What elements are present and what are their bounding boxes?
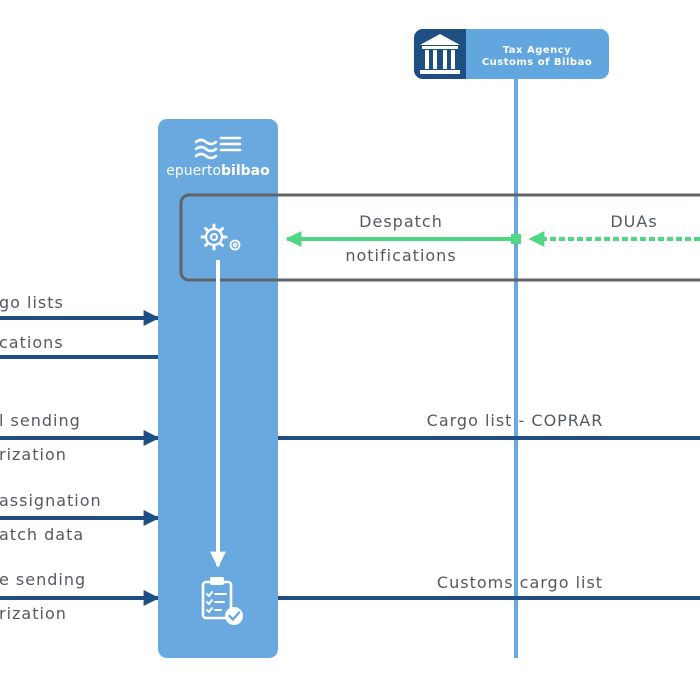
green-junction — [511, 234, 521, 244]
port-brand-name: epuertobilbao — [166, 163, 270, 179]
label-despatch: Despatch — [359, 212, 443, 231]
label-cargo-list-coprar: Cargo list - COPRAR — [427, 411, 604, 430]
despatch-box — [179, 193, 700, 282]
left-label-assignation: assignation — [0, 491, 102, 510]
left-label-authorization-1: rization — [0, 445, 67, 464]
agency-name-line1: Tax Agency — [503, 45, 571, 56]
left-label-sending-1: l sending — [0, 411, 81, 430]
port-brand-light: epuerto — [166, 163, 221, 179]
gears-icon — [200, 223, 241, 251]
label-customs-cargo-list: Customs cargo list — [437, 573, 603, 592]
left-label-cargo-lists: go lists — [0, 293, 64, 312]
left-label-notifications: cations — [0, 333, 64, 352]
clipboard-check-icon — [201, 577, 243, 625]
agency-name-line2: Customs of Bilbao — [482, 57, 592, 68]
port-brand-bold: bilbao — [221, 163, 270, 179]
left-label-despatch-data: atch data — [0, 525, 84, 544]
label-duas: DUAs — [610, 212, 657, 231]
left-label-authorization-2: rization — [0, 604, 67, 623]
government-building-icon — [420, 34, 460, 74]
label-notifications: notifications — [345, 246, 456, 265]
tax-agency-header: Tax Agency Customs of Bilbao — [414, 29, 609, 79]
left-label-sending-2: e sending — [0, 570, 86, 589]
waves-logo-icon — [194, 136, 242, 160]
